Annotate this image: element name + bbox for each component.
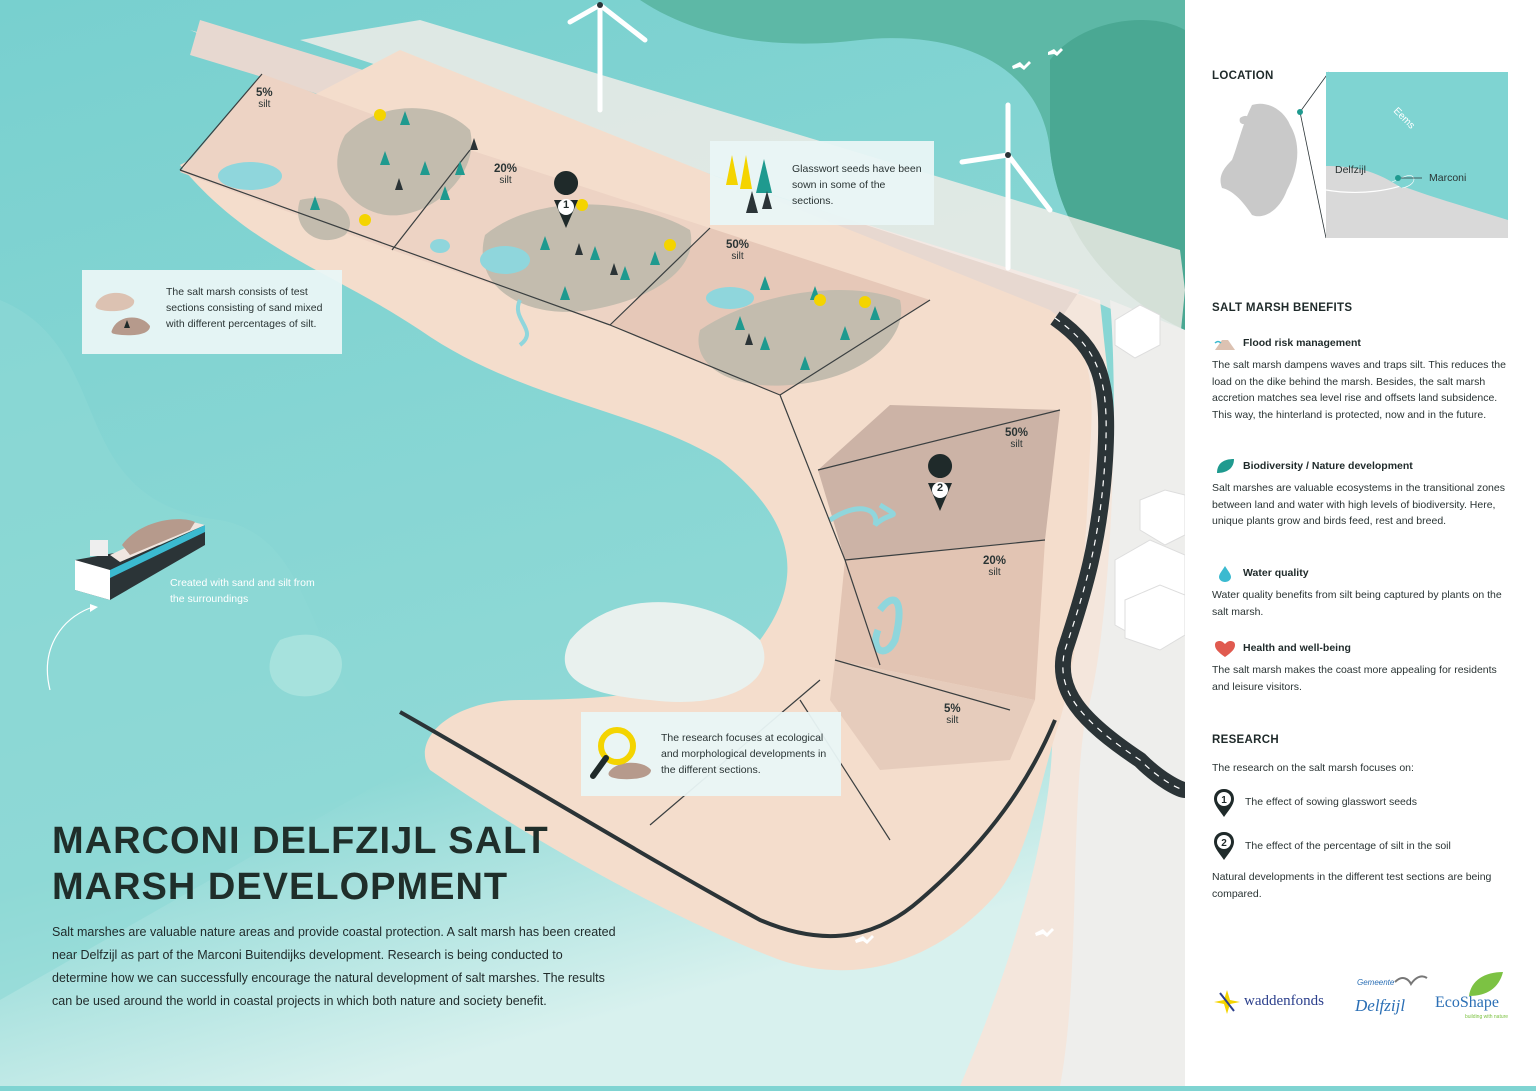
pin-number-2: 2	[1221, 838, 1227, 849]
seagull-icon	[1394, 975, 1428, 986]
callout-research-text: The research focuses at ecological and m…	[661, 732, 827, 776]
section-label-20pct-lower: 20%silt	[983, 555, 1007, 578]
research-intro: The research on the salt marsh focuses o…	[1212, 762, 1414, 774]
research-heading: RESEARCH	[1212, 734, 1279, 746]
benefit-text-biodiversity: Salt marshes are valuable ecosystems in …	[1212, 482, 1505, 527]
leaf-icon	[1217, 459, 1234, 473]
ecoshape-leaf-icon	[1469, 972, 1503, 996]
research-item-2: The effect of the percentage of silt in …	[1245, 840, 1451, 852]
glasswort-plant-icon	[726, 155, 772, 213]
callout-test-sections: The salt marsh consists of test sections…	[82, 270, 342, 354]
section-label-50pct-upper: 50%silt	[726, 239, 750, 262]
map-illustration: 1 2 5%silt 20%silt 50%silt 50%silt 20%si…	[0, 0, 1187, 1086]
location-map	[1220, 71, 1508, 239]
intro-paragraph: Salt marshes are valuable nature areas a…	[52, 925, 616, 1008]
callout-glasswort: Glasswort seeds have been sown in some o…	[710, 141, 934, 225]
callout-test-sections-text: The salt marsh consists of test sections…	[166, 286, 323, 330]
benefit-title-flood: Flood risk management	[1243, 337, 1361, 349]
water-drop-icon	[1219, 566, 1231, 582]
magnifier-icon	[590, 727, 651, 780]
logo-gemeente-delfzijl: Gemeente Delfzijl	[1353, 970, 1443, 1020]
research-item-1: The effect of sowing glasswort seeds	[1245, 796, 1417, 808]
section-label-5pct-upper: 5%silt	[256, 87, 273, 110]
heart-icon	[1215, 641, 1235, 657]
location-heading: LOCATION	[1212, 70, 1274, 82]
marsh-illustration-svg	[0, 0, 1187, 1086]
benefit-title-health: Health and well-being	[1243, 642, 1351, 654]
map-label-delfzijl: Delfzijl	[1335, 164, 1366, 176]
section-label-5pct-lower: 5%silt	[944, 703, 961, 726]
benefit-title-biodiversity: Biodiversity / Nature development	[1243, 460, 1413, 472]
ship-caption: Created with sand and silt from the surr…	[170, 577, 315, 605]
pin-number-1: 1	[1221, 795, 1227, 806]
benefit-text-flood: The salt marsh dampens waves and traps s…	[1212, 359, 1506, 421]
logo-ecoshape: EcoShape building with nature	[1435, 970, 1515, 1020]
section-label-50pct-lower: 50%silt	[1005, 427, 1029, 450]
callout-glasswort-text: Glasswort seeds have been sown in some o…	[792, 163, 922, 207]
research-marker-2: 2	[936, 482, 944, 494]
logo-waddenfonds: waddenfonds	[1212, 988, 1332, 1038]
pin-icon-2	[1214, 832, 1234, 860]
benefits-heading: SALT MARSH BENEFITS	[1212, 302, 1353, 314]
map-label-marconi: Marconi	[1429, 172, 1467, 184]
benefit-title-water: Water quality	[1243, 567, 1309, 579]
dike-icon	[1214, 340, 1235, 350]
pin-icon-1	[1214, 789, 1234, 817]
sand-piles-icon	[95, 292, 150, 336]
section-label-20pct-upper: 20%silt	[494, 163, 518, 186]
callout-research: The research focuses at ecological and m…	[581, 712, 841, 796]
waddenfonds-star-icon	[1214, 990, 1240, 1014]
info-panel: LOCATION Eems Delfzijl Marconi SALT MARS…	[1185, 0, 1536, 1086]
benefit-text-health: The salt marsh makes the coast more appe…	[1212, 664, 1497, 693]
research-outro: Natural developments in the different te…	[1212, 871, 1492, 900]
benefit-text-water: Water quality benefits from silt being c…	[1212, 589, 1502, 618]
research-marker-1: 1	[562, 199, 570, 211]
